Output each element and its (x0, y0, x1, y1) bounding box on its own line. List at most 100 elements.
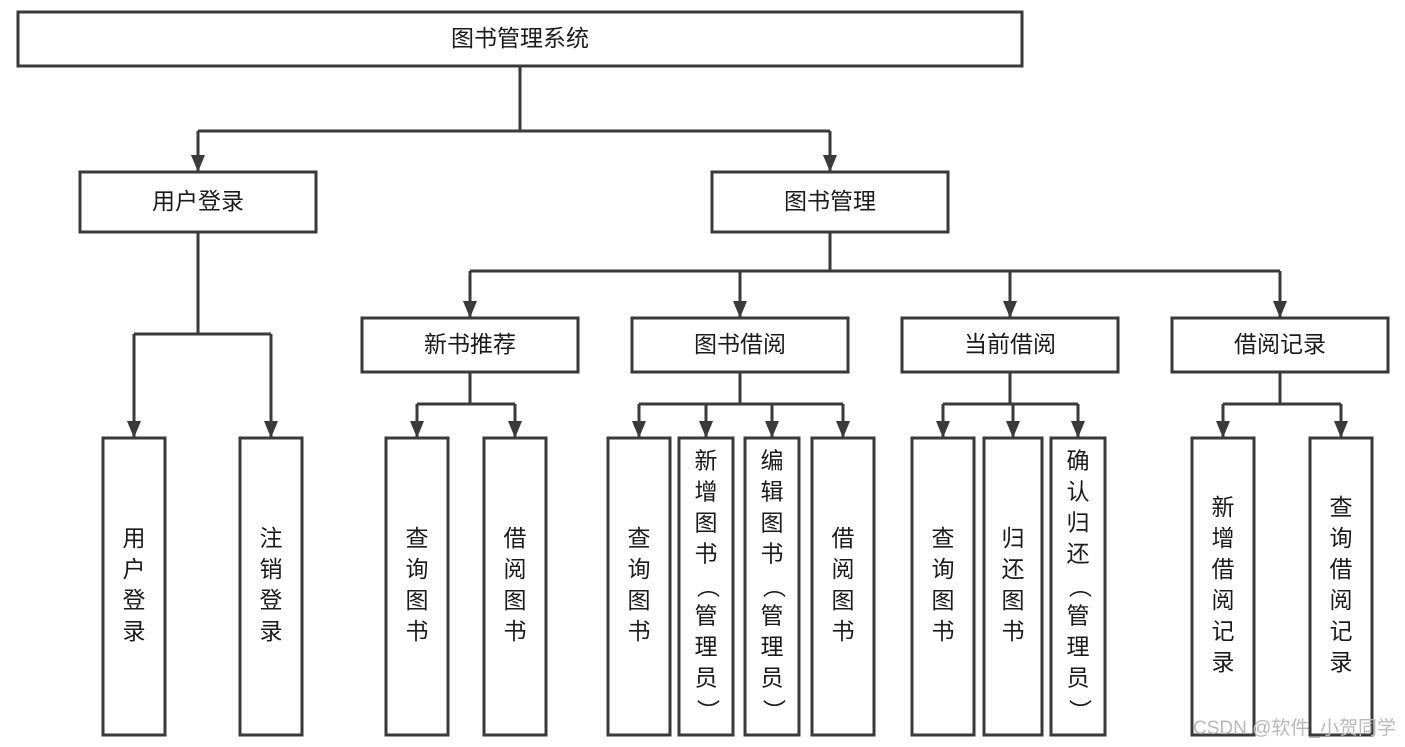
label-char: 图 (695, 510, 718, 536)
label-char: 确 (1067, 448, 1090, 474)
connector-arrow-icon (191, 155, 205, 172)
node-leaf-add-borrow-record-box[interactable] (1190, 436, 1256, 737)
csdn-watermark: CSDN @软件_小贺同学 (1193, 717, 1396, 739)
node-leaf-query-borrow-record-box[interactable] (1308, 436, 1374, 737)
label-char: 询 (932, 556, 955, 582)
node-leaf-return-book-box[interactable] (982, 436, 1044, 737)
label-char: 登 (260, 587, 283, 613)
node-leaf-query-book-1-box[interactable] (384, 436, 450, 737)
label-char: 阅 (504, 556, 527, 582)
node-leaf-borrow-book-1-box[interactable] (482, 436, 548, 737)
connector-arrow-icon (1216, 421, 1230, 438)
node-leaf-user-login-label: 用户登录 (123, 525, 146, 644)
connector-arrow-icon (463, 301, 477, 318)
connector-arrow-icon (1273, 301, 1287, 318)
node-leaf-query-book-2-box[interactable] (606, 436, 672, 737)
node-current-borrow-box[interactable] (900, 316, 1120, 374)
label-char: 借 (832, 525, 855, 551)
node-book-manage-box[interactable] (710, 170, 950, 234)
connector-arrow-icon (410, 421, 424, 438)
label-char: 书 (761, 541, 784, 567)
node-user-login-box[interactable] (78, 170, 318, 234)
node-root-system-label: 图书管理系统 (451, 25, 589, 51)
label-char: （ (1067, 575, 1093, 598)
label-char: 归 (1067, 510, 1090, 536)
label-char: 员 (695, 665, 718, 691)
label-char: 注 (260, 525, 283, 551)
connector-group-book-borrow-to-leaves (632, 372, 850, 438)
label-char: 查 (628, 525, 651, 551)
node-book-manage-label: 图书管理 (784, 188, 876, 214)
label-char: 认 (1067, 479, 1090, 505)
node-book-borrow-label: 图书借阅 (694, 331, 786, 357)
connector-arrow-icon (264, 421, 278, 438)
node-new-book-recommend[interactable]: 新书推荐 (360, 316, 580, 374)
label-char: 理 (1067, 634, 1090, 660)
label-char: （ (761, 575, 787, 598)
node-borrow-record-box[interactable] (1170, 316, 1390, 374)
node-leaf-user-login-box[interactable] (101, 436, 167, 737)
node-leaf-confirm-return-admin-box[interactable] (1049, 436, 1107, 737)
label-char: 录 (1212, 649, 1235, 675)
label-char: 新 (1212, 494, 1235, 520)
connectors-layer (127, 66, 1348, 438)
connector-group-new-book-to-leaves (410, 372, 522, 438)
label-char: 阅 (1330, 587, 1353, 613)
connector-arrow-icon (1334, 421, 1348, 438)
node-current-borrow[interactable]: 当前借阅 (900, 316, 1120, 374)
label-char: 登 (123, 587, 146, 613)
connector-arrow-icon (1071, 421, 1085, 438)
node-book-borrow[interactable]: 图书借阅 (630, 316, 850, 374)
label-char: 图 (504, 587, 527, 613)
connector-group-root-to-level1 (191, 66, 837, 172)
label-char: 借 (504, 525, 527, 551)
node-leaf-borrow-book-2-box[interactable] (810, 436, 876, 737)
node-leaf-edit-book-admin-box[interactable] (743, 436, 801, 737)
node-root-system-box[interactable] (16, 10, 1024, 68)
node-new-book-recommend-box[interactable] (360, 316, 580, 374)
label-char: 图 (932, 587, 955, 613)
connector-arrow-icon (936, 421, 950, 438)
label-char: 图 (628, 587, 651, 613)
node-borrow-record[interactable]: 借阅记录 (1170, 316, 1390, 374)
label-char: 询 (406, 556, 429, 582)
node-leaf-query-book-3-box[interactable] (910, 436, 976, 737)
node-book-borrow-box[interactable] (630, 316, 850, 374)
node-leaf-add-book-admin-box[interactable] (677, 436, 735, 737)
node-leaf-logout-login-box[interactable] (238, 436, 304, 737)
connector-group-current-borrow-to-leaves (936, 372, 1085, 438)
node-book-manage[interactable]: 图书管理 (710, 170, 950, 234)
node-current-borrow-label: 当前借阅 (964, 331, 1056, 357)
node-new-book-recommend-label: 新书推荐 (424, 331, 516, 357)
label-char: 还 (1002, 556, 1025, 582)
label-char: （ (695, 575, 721, 598)
label-char: 用 (123, 525, 146, 551)
connector-arrow-icon (765, 421, 779, 438)
connector-arrow-icon (823, 155, 837, 172)
connector-arrow-icon (836, 421, 850, 438)
node-root-system[interactable]: 图书管理系统 (16, 10, 1024, 68)
node-user-login[interactable]: 用户登录 (78, 170, 318, 234)
label-char: 书 (695, 541, 718, 567)
node-leaf-user-login[interactable]: 用户登录 (101, 436, 167, 737)
label-char: 录 (123, 618, 146, 644)
label-char: 员 (761, 665, 784, 691)
label-char: 借 (1330, 556, 1353, 582)
